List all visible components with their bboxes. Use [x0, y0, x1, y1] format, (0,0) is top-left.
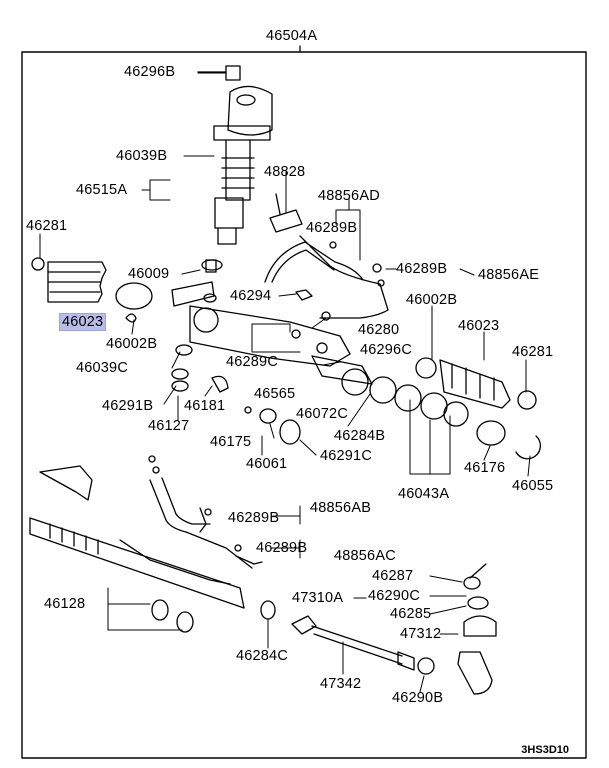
callout-46296b[interactable]: 46296B: [124, 64, 176, 80]
callout-46294[interactable]: 46294: [230, 288, 272, 304]
callout-46289c[interactable]: 46289C: [226, 354, 278, 370]
callout-46280[interactable]: 46280: [358, 322, 400, 338]
callout-46043a[interactable]: 46043A: [398, 486, 450, 502]
callout-48856ae[interactable]: 48856AE: [478, 267, 540, 283]
callout-46285[interactable]: 46285: [390, 606, 432, 622]
callout-46565[interactable]: 46565: [254, 386, 296, 402]
callout-46023-left-highlighted[interactable]: 46023: [58, 313, 107, 331]
callout-46296c[interactable]: 46296C: [360, 342, 412, 358]
rack-assembly-part: [29, 465, 276, 633]
callout-46023-right[interactable]: 46023: [458, 318, 500, 334]
callout-46281-left[interactable]: 46281: [26, 218, 68, 234]
pipe-48856ad-part: [264, 235, 389, 319]
clamp-48828-part: [269, 193, 303, 233]
pipe-48856ab-part: [149, 477, 263, 569]
callout-46290c[interactable]: 46290C: [368, 588, 420, 604]
callout-46002b-left[interactable]: 46002B: [106, 336, 158, 352]
callout-48856ab[interactable]: 48856AB: [310, 500, 372, 516]
callout-47342[interactable]: 47342: [320, 676, 362, 692]
diagram-code: 3HS3D10: [521, 744, 569, 756]
right-boot-part: [439, 359, 542, 460]
diagram-title: 46504A: [266, 28, 318, 44]
tie-rod-part: [291, 563, 497, 695]
callout-46291c[interactable]: 46291C: [320, 448, 372, 464]
callout-46284b[interactable]: 46284B: [334, 428, 386, 444]
callout-48856ad[interactable]: 48856AD: [318, 188, 380, 204]
callout-46284c[interactable]: 46284C: [236, 648, 288, 664]
callout-46291b[interactable]: 46291B: [102, 398, 154, 414]
callout-47312[interactable]: 47312: [400, 626, 442, 642]
leader-lines: [39, 72, 531, 693]
callout-46128[interactable]: 46128: [44, 596, 86, 612]
pinion-housing-part: [197, 65, 273, 245]
callout-46289b-lower[interactable]: 46289B: [256, 540, 308, 556]
callout-46009[interactable]: 46009: [128, 266, 170, 282]
callout-47310a[interactable]: 47310A: [292, 590, 344, 606]
callout-46287[interactable]: 46287: [372, 568, 414, 584]
callout-46181[interactable]: 46181: [184, 398, 226, 414]
callout-46176[interactable]: 46176: [464, 460, 506, 476]
callout-46055[interactable]: 46055: [512, 478, 554, 494]
small-parts-part: [171, 311, 331, 393]
callout-46072c[interactable]: 46072C: [296, 406, 348, 422]
callout-46039b[interactable]: 46039B: [116, 148, 168, 164]
left-boot-part: [31, 257, 153, 323]
rack-seals-part: [311, 355, 469, 427]
callout-46039c[interactable]: 46039C: [76, 360, 128, 376]
callout-48856ac[interactable]: 48856AC: [334, 548, 396, 564]
callout-46281-right[interactable]: 46281: [512, 344, 554, 360]
rack-housing-part: [171, 259, 351, 367]
lower-small-parts-part: [148, 406, 301, 474]
callout-46290b[interactable]: 46290B: [392, 690, 444, 706]
callout-46175[interactable]: 46175: [210, 434, 252, 450]
callout-48828[interactable]: 48828: [264, 164, 306, 180]
callout-46002b-right[interactable]: 46002B: [406, 292, 458, 308]
callout-46289b-top[interactable]: 46289B: [306, 220, 358, 236]
callout-46515a[interactable]: 46515A: [76, 182, 128, 198]
callout-46289b-mid[interactable]: 46289B: [228, 510, 280, 526]
callout-46127[interactable]: 46127: [148, 418, 190, 434]
frame-border: [21, 51, 587, 759]
callout-46289b-right[interactable]: 46289B: [396, 261, 448, 277]
callout-46061[interactable]: 46061: [246, 456, 288, 472]
